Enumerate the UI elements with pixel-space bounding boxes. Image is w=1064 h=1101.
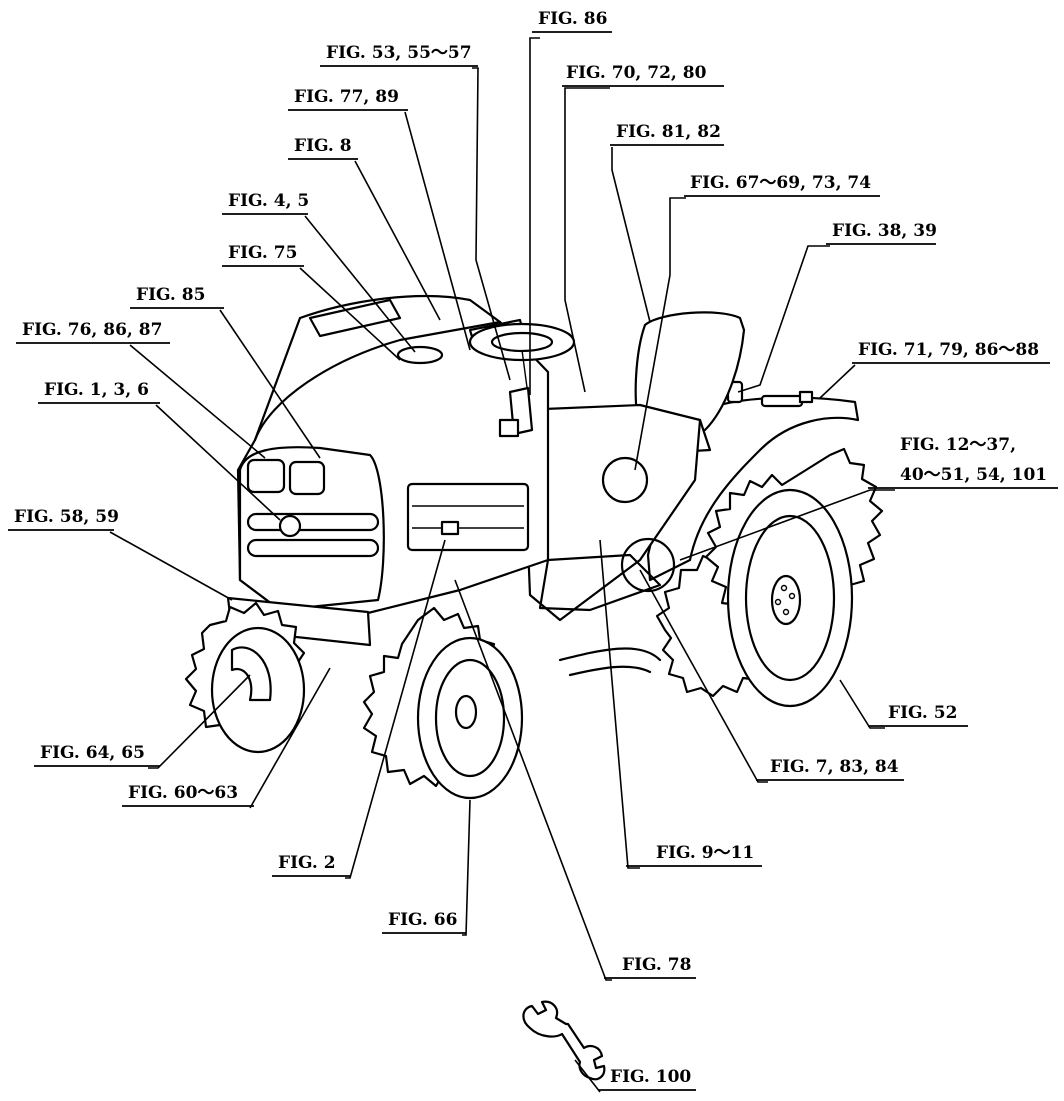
label-fig86-top: FIG. 86 (538, 9, 607, 29)
label-fig38: FIG. 38, 39 (832, 221, 937, 241)
label-fig1: FIG. 1, 3, 6 (44, 380, 149, 400)
label-fig8: FIG. 8 (294, 136, 352, 156)
label-fig77: FIG. 77, 89 (294, 87, 399, 107)
label-fig7: FIG. 7, 83, 84 (770, 757, 899, 777)
label-fig76: FIG. 76, 86, 87 (22, 320, 162, 340)
control-lever (498, 386, 534, 438)
label-fig67: FIG. 67～69, 73, 74 (690, 173, 871, 193)
label-fig2: FIG. 2 (278, 853, 336, 873)
rear-wheel-near (704, 447, 884, 708)
leader-lines (109, 37, 895, 1093)
label-fig100: FIG. 100 (610, 1067, 691, 1087)
label-fig4: FIG. 4, 5 (228, 191, 309, 211)
front-grille (238, 446, 385, 612)
label-fig71: FIG. 71, 79, 86～88 (858, 340, 1039, 360)
front-wheel-right (362, 606, 524, 800)
label-fig9: FIG. 9～11 (656, 843, 754, 863)
label-fig12-line2: 40～51, 54, 101 (900, 465, 1047, 485)
front-wheel-left (184, 601, 306, 754)
wrench-icon (522, 1000, 606, 1081)
tractor-illustration (184, 294, 884, 800)
figure-labels: FIG. 86 FIG. 53, 55～57 FIG. 70, 72, 80 F… (8, 9, 1058, 1091)
label-fig70: FIG. 70, 72, 80 (566, 63, 707, 83)
label-fig81: FIG. 81, 82 (616, 122, 721, 142)
label-fig64: FIG. 64, 65 (40, 743, 145, 763)
label-fig52: FIG. 52 (888, 703, 957, 723)
label-fig85: FIG. 85 (136, 285, 205, 305)
label-fig60: FIG. 60～63 (128, 783, 238, 803)
label-fig75: FIG. 75 (228, 243, 297, 263)
underbody (558, 647, 662, 677)
label-fig66: FIG. 66 (388, 910, 457, 930)
label-fig12-line1: FIG. 12～37, (900, 435, 1016, 455)
label-fig53: FIG. 53, 55～57 (326, 43, 472, 63)
label-fig58: FIG. 58, 59 (14, 507, 119, 527)
label-fig78: FIG. 78 (622, 955, 691, 975)
